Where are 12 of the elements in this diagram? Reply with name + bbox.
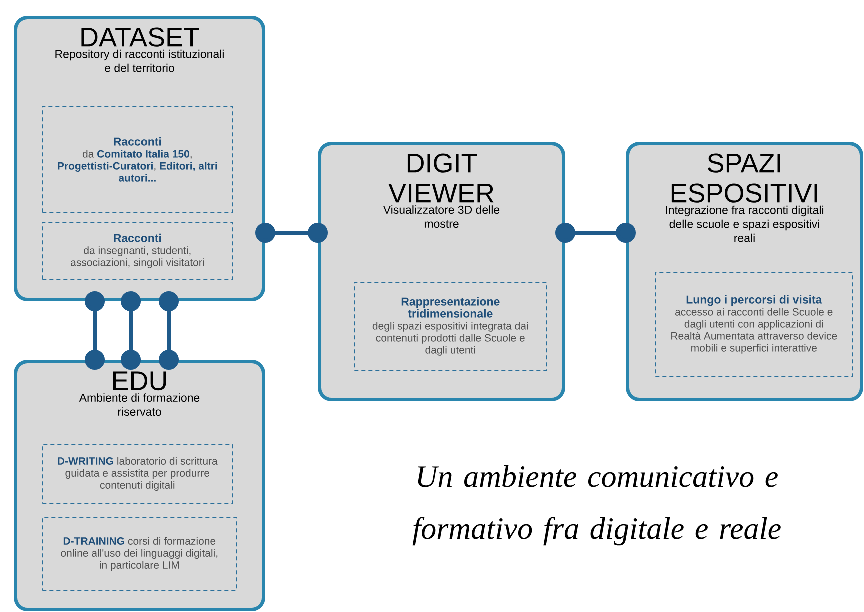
dashed-box: Lungo i percorsi di visita accesso ai racconti delle Scuole e dagli utenti con applicazioni di Realtà Aumentata attraverso device mobili e superfici interattive — [655, 272, 854, 378]
connector — [256, 223, 328, 243]
dashed-box: Racconti da Comitato Italia 150, Progettisti-Curatori, Editori, altri autori... — [42, 106, 234, 214]
dashed-box: D-WRITING laboratorio di scrittura guidata e assistita per produrre contenuti digitali — [42, 444, 234, 504]
dashed-box: Racconti da insegnanti, studenti, associazioni, singoli visitatori — [42, 222, 234, 280]
dashed-box: D-TRAINING corsi di formazione online all'uso dei linguaggi digitali, in particolare LIM — [42, 517, 238, 592]
connector — [159, 292, 179, 370]
connector — [85, 292, 105, 370]
dashed-box: Rappresentazione tridimensionale degli spazi espositivi integrata dai contenuti prodotti dalle Scuole e dagli utenti — [354, 282, 548, 372]
connector — [121, 292, 141, 370]
connector — [556, 223, 636, 243]
tagline-text: Un ambiente comunicativo e formativo fra digitale e reale — [412, 466, 781, 546]
